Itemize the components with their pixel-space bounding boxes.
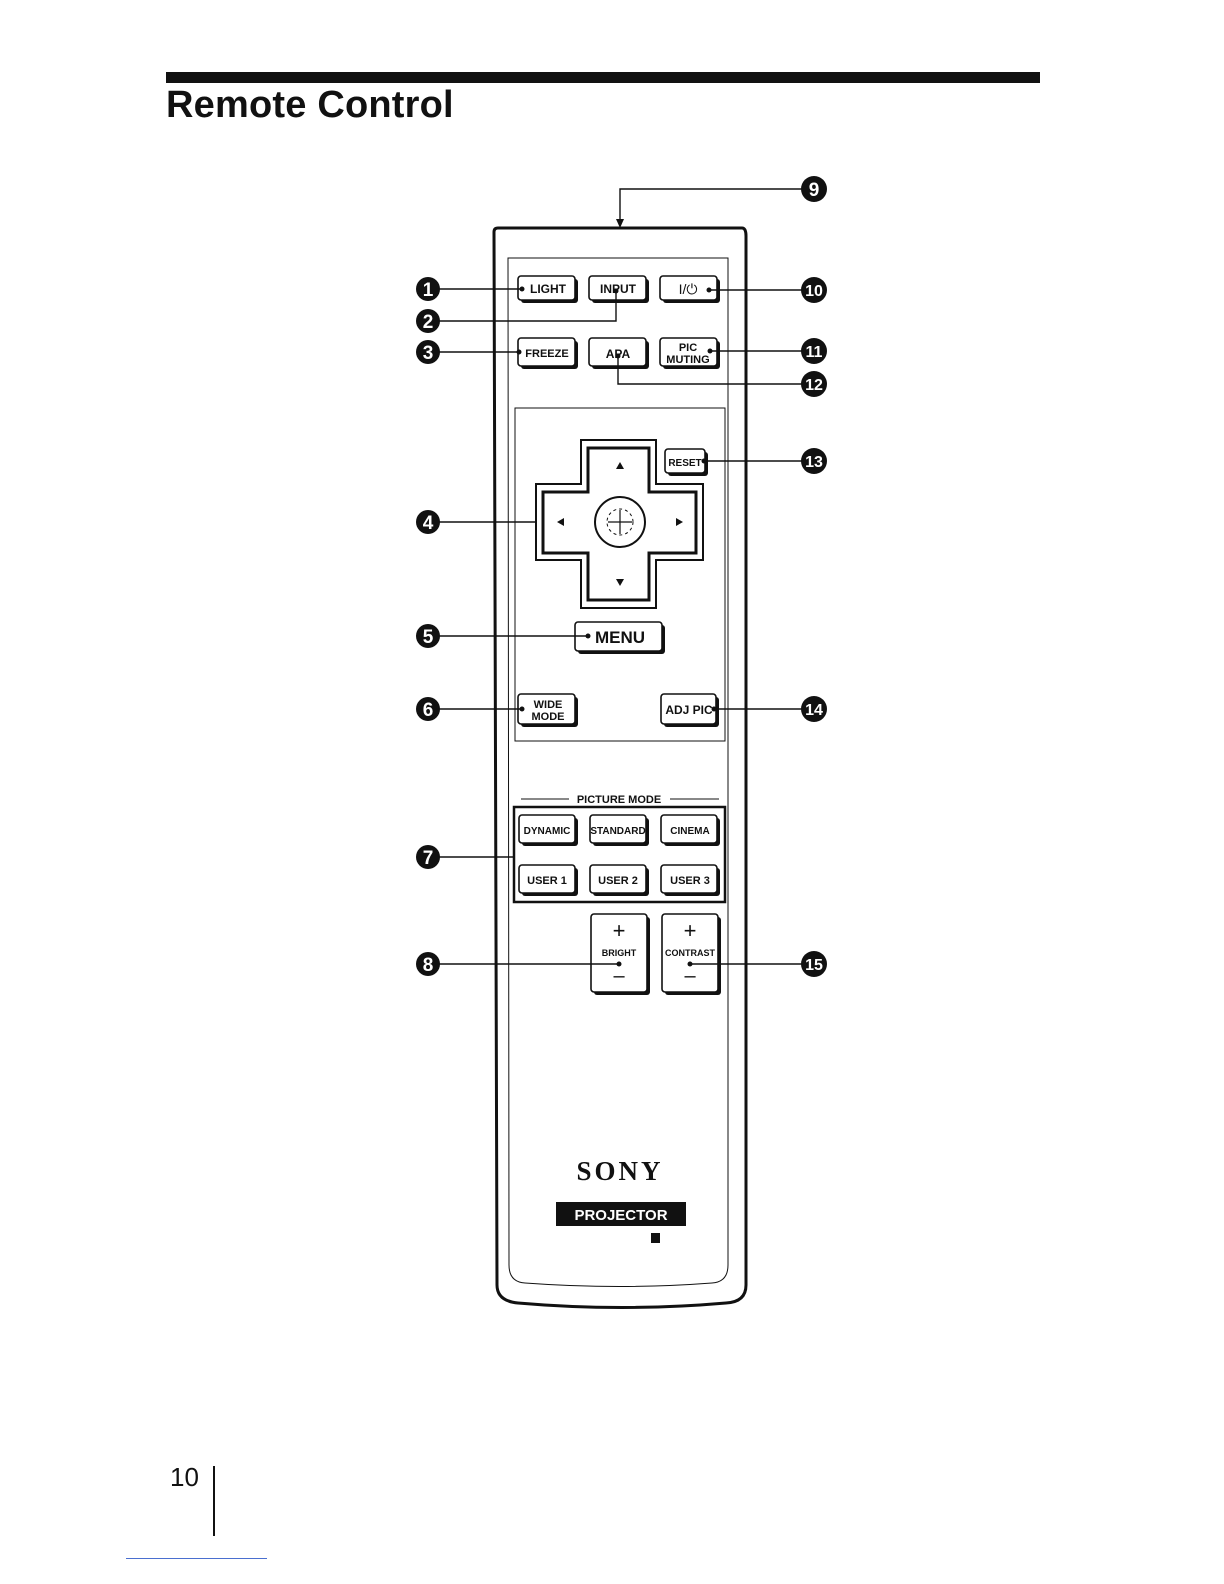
light-label: LIGHT bbox=[530, 282, 567, 296]
wide-mode-button[interactable]: WIDE MODE bbox=[518, 694, 578, 727]
callout-3: 3 bbox=[416, 340, 440, 364]
svg-text:12: 12 bbox=[805, 377, 823, 394]
pic-muting-label-line2: MUTING bbox=[666, 354, 709, 366]
dynamic-button[interactable]: DYNAMIC bbox=[519, 815, 578, 846]
contrast-rocker[interactable]: + CONTRAST – bbox=[662, 914, 721, 995]
user1-label: USER 1 bbox=[527, 875, 567, 887]
standard-button[interactable]: STANDARD bbox=[590, 815, 649, 846]
svg-text:8: 8 bbox=[423, 955, 434, 976]
contrast-plus[interactable]: + bbox=[684, 918, 697, 943]
user2-label: USER 2 bbox=[598, 875, 638, 887]
footer-rule bbox=[126, 1558, 267, 1559]
callout-10: 10 bbox=[801, 277, 827, 303]
pic-muting-button[interactable]: PIC MUTING bbox=[660, 338, 720, 369]
svg-text:4: 4 bbox=[423, 513, 434, 534]
picture-mode-label: PICTURE MODE bbox=[577, 794, 661, 806]
adj-pic-label: ADJ PIC bbox=[665, 703, 713, 717]
svg-text:6: 6 bbox=[423, 700, 434, 721]
svg-text:10: 10 bbox=[805, 283, 823, 300]
apa-button[interactable]: APA bbox=[589, 338, 649, 369]
contrast-label: CONTRAST bbox=[665, 948, 715, 958]
bright-minus[interactable]: – bbox=[613, 965, 625, 987]
freeze-label: FREEZE bbox=[525, 348, 568, 360]
user3-label: USER 3 bbox=[670, 875, 710, 887]
svg-text:1: 1 bbox=[423, 280, 434, 301]
adj-pic-button[interactable]: ADJ PIC bbox=[661, 694, 719, 727]
callout-2: 2 bbox=[416, 309, 440, 333]
menu-label: MENU bbox=[595, 628, 645, 647]
reset-label: RESET bbox=[668, 458, 701, 469]
standard-label: STANDARD bbox=[590, 826, 645, 837]
cinema-button[interactable]: CINEMA bbox=[661, 815, 720, 846]
callout-15: 15 bbox=[801, 951, 827, 977]
remote-body bbox=[494, 228, 746, 1308]
wide-mode-label-line2: MODE bbox=[532, 711, 565, 723]
callout-1: 1 bbox=[416, 277, 440, 301]
cinema-label: CINEMA bbox=[670, 826, 709, 837]
callout-9: 9 bbox=[801, 176, 827, 202]
dynamic-label: DYNAMIC bbox=[524, 826, 571, 837]
svg-text:7: 7 bbox=[423, 848, 434, 869]
svg-text:14: 14 bbox=[805, 702, 823, 719]
bright-plus[interactable]: + bbox=[613, 918, 626, 943]
svg-text:2: 2 bbox=[423, 312, 434, 333]
wide-mode-label-line1: WIDE bbox=[534, 699, 563, 711]
callout-6: 6 bbox=[416, 697, 440, 721]
projector-badge: PROJECTOR bbox=[556, 1202, 686, 1226]
svg-text:13: 13 bbox=[805, 454, 823, 471]
svg-text:11: 11 bbox=[806, 344, 823, 361]
freeze-button[interactable]: FREEZE bbox=[518, 338, 578, 369]
user2-button[interactable]: USER 2 bbox=[590, 865, 649, 896]
light-button[interactable]: LIGHT bbox=[518, 276, 578, 303]
user1-button[interactable]: USER 1 bbox=[519, 865, 578, 896]
callout-11: 11 bbox=[801, 338, 827, 364]
svg-text:9: 9 bbox=[809, 180, 820, 201]
projector-badge-label: PROJECTOR bbox=[574, 1207, 667, 1224]
power-label: I/⏻ bbox=[679, 281, 698, 297]
pic-muting-label-line1: PIC bbox=[679, 342, 697, 354]
callout-4: 4 bbox=[416, 510, 440, 534]
infrared-window-icon bbox=[651, 1233, 660, 1243]
callout-12: 12 bbox=[801, 371, 827, 397]
callout-13: 13 bbox=[801, 448, 827, 474]
bright-rocker[interactable]: + BRIGHT – bbox=[591, 914, 650, 995]
input-label: INPUT bbox=[600, 282, 637, 296]
callout-7: 7 bbox=[416, 845, 440, 869]
callout-5: 5 bbox=[416, 624, 440, 648]
svg-text:15: 15 bbox=[805, 957, 823, 974]
svg-text:3: 3 bbox=[423, 343, 434, 364]
page-number-divider bbox=[213, 1466, 215, 1536]
svg-text:5: 5 bbox=[423, 627, 434, 648]
contrast-minus[interactable]: – bbox=[684, 965, 696, 987]
user3-button[interactable]: USER 3 bbox=[661, 865, 720, 896]
page-number: 10 bbox=[170, 1462, 199, 1493]
reset-button[interactable]: RESET bbox=[665, 449, 708, 476]
input-button[interactable]: INPUT bbox=[589, 276, 649, 303]
sony-logo: SONY bbox=[576, 1156, 663, 1186]
callout-8: 8 bbox=[416, 952, 440, 976]
callout-14: 14 bbox=[801, 696, 827, 722]
bright-label: BRIGHT bbox=[602, 948, 637, 958]
